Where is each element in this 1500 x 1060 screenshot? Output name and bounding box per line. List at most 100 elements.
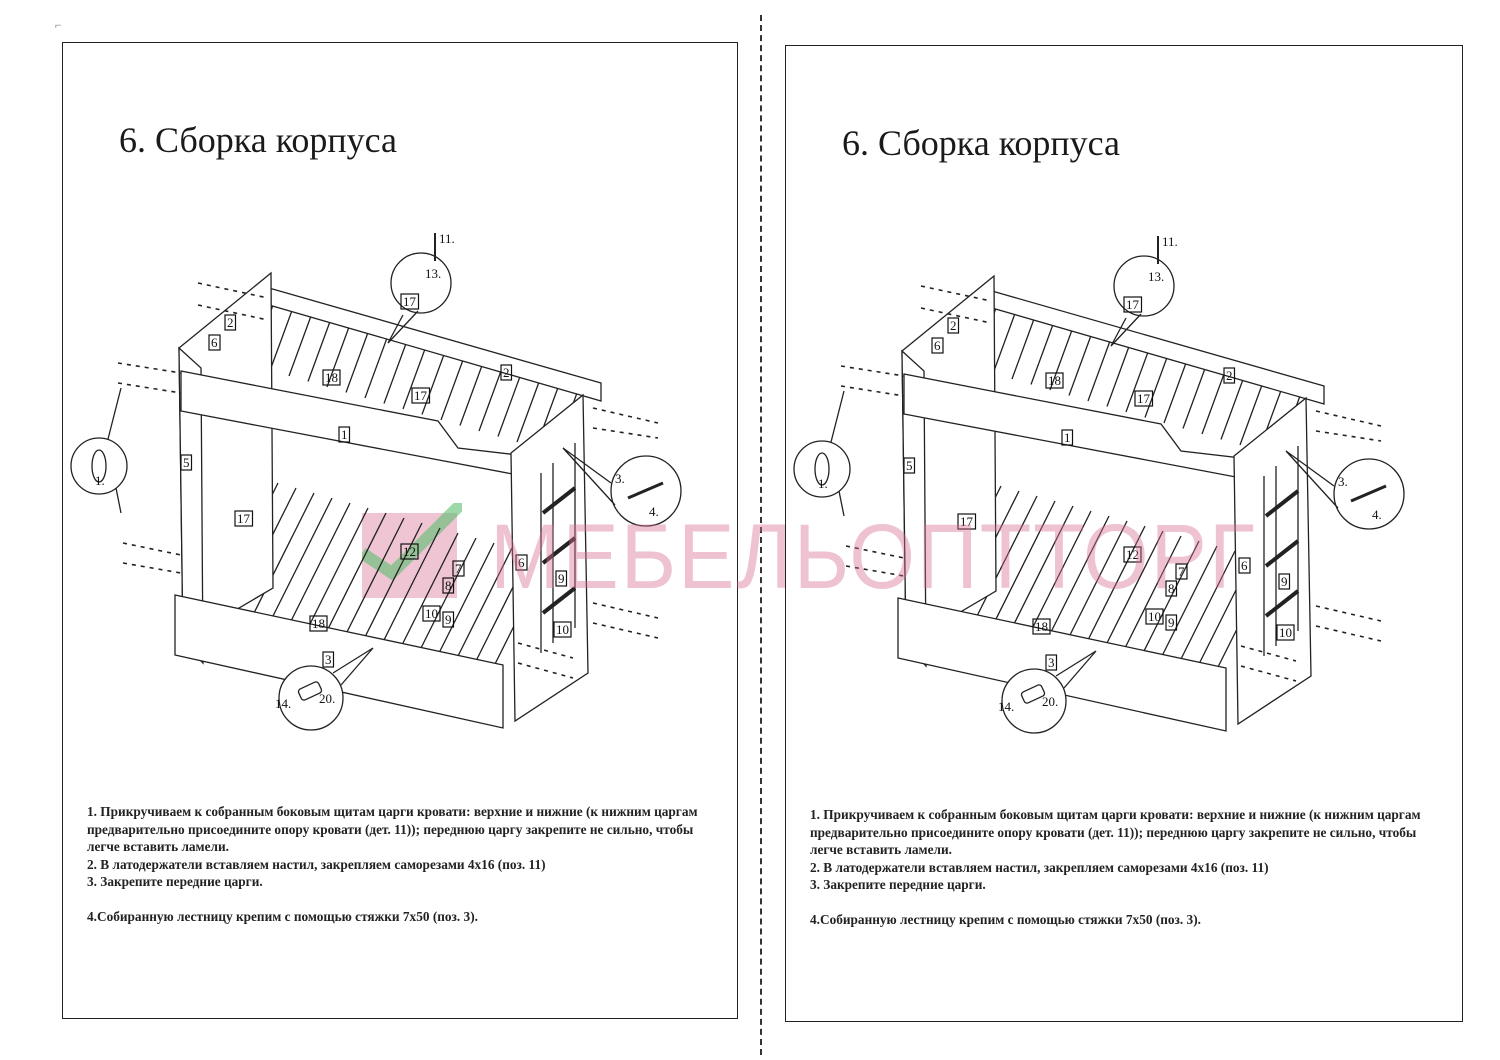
label-box — [1123, 296, 1143, 313]
instruction-step-3: 3. Закрепите передние царги. — [87, 874, 263, 889]
assembly-instructions: 1. Прикручиваем к собранным боковым щита… — [87, 803, 717, 925]
cam-fitting-icon — [91, 449, 107, 483]
label-13: 13. — [1148, 269, 1164, 284]
instruction-step-2: 2. В латодержатели вставляем настил, зак… — [810, 859, 1269, 875]
label-10: 10 — [556, 622, 569, 637]
label-box — [422, 605, 441, 622]
slat — [1144, 357, 1168, 418]
label-6: 6 — [211, 335, 218, 350]
label-box — [903, 457, 916, 474]
label-18: 18 — [1048, 373, 1061, 388]
slat — [984, 500, 1056, 642]
slat — [364, 337, 388, 399]
label-box — [1145, 608, 1164, 625]
front-rail-upper — [180, 370, 519, 476]
label-box — [1278, 573, 1291, 590]
slat — [383, 343, 407, 404]
slat — [1182, 368, 1206, 429]
instruction-step-3: 3. Закрепите передние царги. — [810, 877, 986, 892]
label-4: 4. — [1372, 507, 1382, 522]
front-rail-upper — [903, 373, 1242, 479]
label-4: 4. — [649, 504, 659, 519]
instruction-step-1: 1. Прикручиваем к собранным боковым щита… — [810, 807, 1421, 857]
bolt-icon — [627, 481, 664, 500]
slat — [1068, 335, 1092, 396]
label-box — [1175, 563, 1188, 580]
label-box — [442, 577, 455, 594]
assembly-instructions: 1. Прикручиваем к собранным боковым щита… — [810, 806, 1440, 928]
label-7: 7 — [455, 561, 462, 576]
label-18: 18 — [325, 370, 338, 385]
label-box — [1045, 654, 1058, 671]
label-box — [500, 364, 513, 381]
label-box — [1165, 614, 1178, 631]
label-5: 5 — [906, 458, 913, 473]
label-box — [1032, 618, 1051, 635]
label-11: 11. — [1162, 234, 1178, 249]
instruction-step-4: 4.Собиранную лестницу крепим с помощью с… — [810, 911, 1201, 927]
label-12: 12 — [1126, 547, 1139, 562]
part-labels: 2 6 18 17 2 1 5 17 12 7 8 10 9 6 9 10 18… — [95, 231, 659, 711]
callout-detail-1 — [70, 437, 128, 495]
label-10: 10 — [1148, 609, 1161, 624]
instruction-step-4: 4.Собиранную лестницу крепим с помощью с… — [87, 908, 478, 924]
label-box — [1061, 429, 1074, 446]
label-box — [452, 560, 465, 577]
page-divider — [760, 15, 762, 1055]
page-title: 6. Сборка корпуса — [119, 120, 398, 160]
label-2: 2 — [950, 318, 957, 333]
scan-mark: ⌐ — [55, 18, 62, 32]
bolt-icon — [1350, 484, 1387, 503]
slat — [1030, 324, 1054, 385]
support-bracket-icon — [1020, 684, 1046, 704]
label-17: 17 — [414, 388, 428, 403]
label-17: 17 — [237, 511, 251, 526]
label-box — [1276, 624, 1295, 641]
label-7: 7 — [1178, 564, 1185, 579]
instruction-page-right: 6. Сборка корпуса — [785, 45, 1463, 1022]
cam-fitting-icon — [814, 452, 830, 486]
label-10: 10 — [1279, 625, 1292, 640]
label-14: 14. — [275, 696, 291, 711]
slat — [243, 492, 315, 634]
label-2: 2 — [1226, 368, 1233, 383]
label-20: 20. — [1042, 694, 1058, 709]
label-box — [1045, 372, 1064, 389]
label-box — [442, 611, 455, 628]
label-9: 9 — [1168, 615, 1175, 630]
slat — [261, 497, 333, 639]
slat — [1049, 329, 1073, 391]
slat — [288, 315, 312, 377]
label-3: 3 — [1048, 655, 1055, 670]
label-1: 1 — [341, 427, 348, 442]
label-8: 8 — [445, 578, 452, 593]
label-18: 18 — [312, 616, 325, 631]
slat — [966, 495, 1038, 637]
label-8: 8 — [1168, 581, 1175, 596]
label-9: 9 — [558, 571, 565, 586]
watermark-logo — [362, 503, 462, 598]
front-rail-lower — [174, 594, 504, 729]
label-3: 3. — [615, 471, 625, 486]
label-6: 6 — [1241, 558, 1248, 573]
label-9: 9 — [445, 612, 452, 627]
slat — [1125, 351, 1149, 413]
front-rail-lower — [897, 597, 1227, 732]
label-12: 12 — [403, 544, 416, 559]
label-box — [338, 426, 351, 443]
label-box — [180, 454, 193, 471]
slat — [345, 332, 369, 393]
label-1: 1. — [818, 476, 828, 491]
label-2: 2 — [503, 365, 510, 380]
label-box — [957, 513, 977, 530]
label-box — [208, 334, 221, 351]
slat — [1201, 373, 1225, 435]
label-box — [1238, 557, 1251, 574]
label-box — [322, 651, 335, 668]
page-title: 6. Сборка корпуса — [842, 123, 1121, 163]
slat — [1163, 362, 1187, 424]
bed-assembly-diagram: 2 6 18 17 2 1 5 17 12 7 8 10 9 6 9 10 18… — [793, 234, 1405, 734]
label-17: 17 — [403, 294, 417, 309]
slat — [478, 370, 502, 432]
label-box — [400, 293, 420, 310]
